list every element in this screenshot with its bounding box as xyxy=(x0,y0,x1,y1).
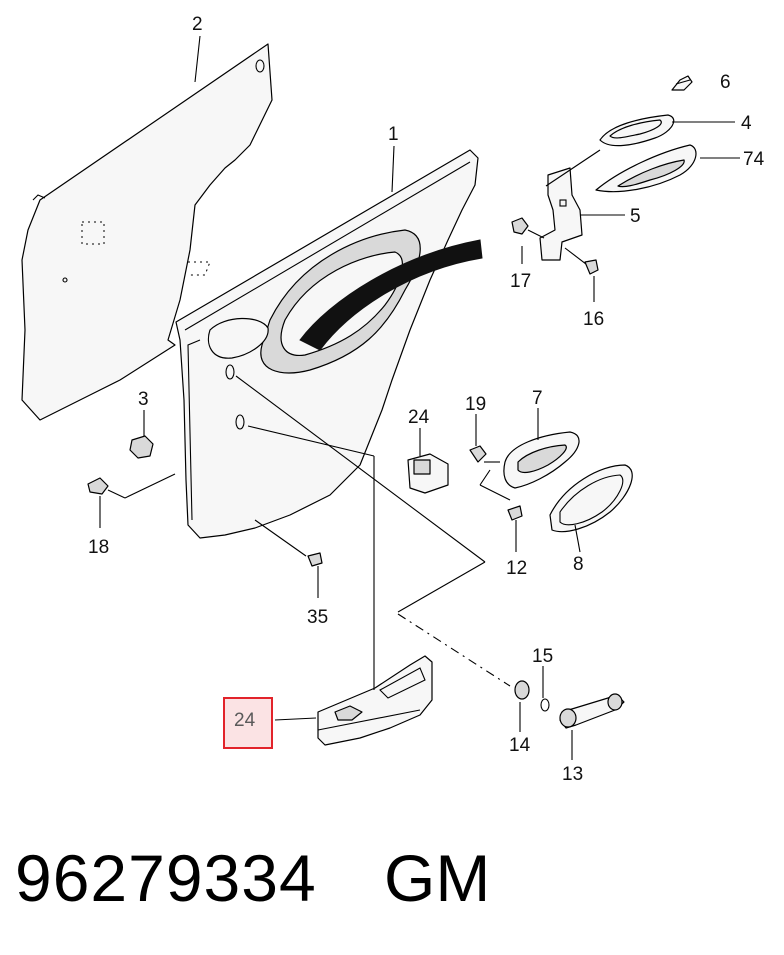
part-17-clip xyxy=(511,217,529,235)
part-19-clip xyxy=(469,445,487,463)
callout-8: 8 xyxy=(573,554,584,575)
part-4-handle-cover xyxy=(599,114,675,147)
callout-12: 12 xyxy=(506,558,527,579)
callout-labels: 2 1 6 4 74 5 17 16 3 24 19 7 18 12 8 35 … xyxy=(88,14,765,785)
part-74-trim xyxy=(595,144,697,193)
part-number: 96279334 xyxy=(15,841,317,915)
callout-1: 1 xyxy=(388,124,399,145)
footer: 96279334 GM xyxy=(0,838,784,918)
leader-lines xyxy=(99,35,740,760)
part-5-bracket xyxy=(539,167,583,261)
callout-24-upper: 24 xyxy=(408,407,430,428)
part-24-window-switch xyxy=(317,655,433,746)
part-35-screw xyxy=(307,552,323,567)
callout-7: 7 xyxy=(532,388,543,409)
callout-17: 17 xyxy=(510,271,531,292)
callout-5: 5 xyxy=(630,206,641,227)
part-3-clip xyxy=(129,435,154,459)
callout-74: 74 xyxy=(743,149,765,170)
part-14-washer xyxy=(514,680,530,700)
part-24-switch-upper xyxy=(407,453,449,494)
callout-6: 6 xyxy=(720,72,731,93)
brand-label: GM xyxy=(384,841,491,915)
highlighted-callout-24: 24 xyxy=(234,710,256,731)
part-2-backing-sheet xyxy=(21,43,273,421)
part-18-clip xyxy=(87,477,109,495)
callout-14: 14 xyxy=(509,735,531,756)
callout-13: 13 xyxy=(562,764,583,785)
callout-4: 4 xyxy=(741,113,752,134)
part-16-screw xyxy=(584,259,599,275)
part-12-screw xyxy=(507,505,523,521)
highlighted-callout-box xyxy=(223,697,273,749)
part-15-spring xyxy=(540,698,550,712)
callout-19: 19 xyxy=(465,394,486,415)
part-13-window-crank xyxy=(559,693,625,729)
part-1-door-trim-panel xyxy=(175,149,483,539)
exploded-parts-diagram: 2 1 6 4 74 5 17 16 3 24 19 7 18 12 8 35 … xyxy=(21,14,765,785)
part-6-screw xyxy=(671,75,693,91)
callout-2: 2 xyxy=(192,14,203,35)
callout-15: 15 xyxy=(532,646,553,667)
callout-16: 16 xyxy=(583,309,604,330)
callout-35: 35 xyxy=(307,607,328,628)
part-8-bezel xyxy=(549,464,633,533)
part-7-inner-handle xyxy=(503,431,580,489)
callout-3: 3 xyxy=(138,389,149,410)
callout-18: 18 xyxy=(88,537,109,558)
